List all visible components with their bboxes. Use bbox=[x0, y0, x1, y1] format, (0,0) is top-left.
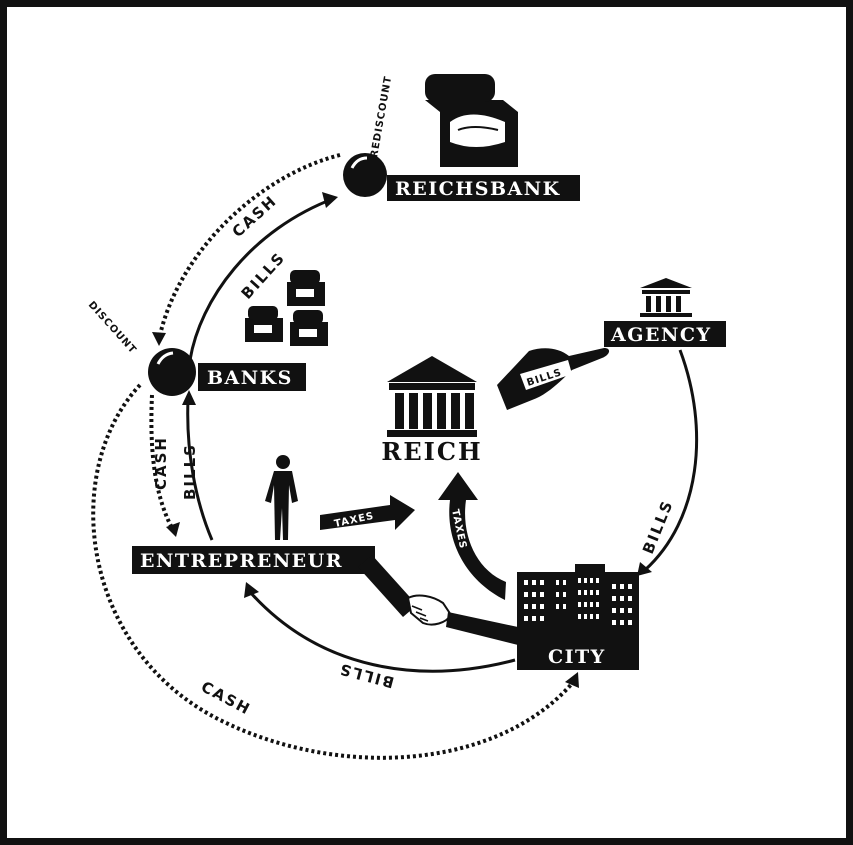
banks-ball bbox=[148, 348, 196, 396]
banks-label: Banks bbox=[207, 367, 293, 389]
bills-flow-agency-city bbox=[643, 349, 699, 572]
city-label-bg bbox=[517, 642, 639, 670]
cash-flow-banks-city bbox=[91, 383, 577, 760]
flow-label-cash-left: CASH bbox=[152, 436, 170, 490]
cash-flow-banks-entrepreneur bbox=[149, 394, 174, 529]
arrowhead bbox=[322, 192, 338, 208]
city-node: City bbox=[446, 564, 639, 670]
flow-label-discount: DISCOUNT bbox=[86, 300, 139, 357]
arrowhead bbox=[565, 672, 579, 688]
person-icon bbox=[265, 455, 298, 540]
city-buildings-icon bbox=[517, 564, 639, 642]
bills-flow-city-entrepreneur bbox=[248, 590, 516, 673]
entrepreneur-label-bg bbox=[132, 546, 375, 574]
reich-label: Reich bbox=[381, 437, 482, 466]
taxes-arrow-city: TAXES bbox=[438, 472, 506, 600]
handshake-icon bbox=[406, 594, 453, 626]
arrowhead bbox=[637, 562, 652, 576]
small-chests-icon bbox=[245, 270, 328, 346]
agency-node: Agency BILLS bbox=[497, 278, 726, 410]
reichsbank-label-bg bbox=[387, 175, 580, 201]
bills-flow-banks-reichsbank bbox=[188, 196, 336, 361]
arrowhead bbox=[182, 390, 196, 405]
arrowhead bbox=[152, 332, 166, 346]
treasure-chest-icon bbox=[425, 74, 518, 167]
banks-label-bg bbox=[198, 363, 306, 391]
arrowhead bbox=[244, 582, 259, 598]
entrepreneur-node: Entrepreneur bbox=[132, 455, 417, 617]
ball-highlight bbox=[350, 156, 368, 169]
city-sleeve bbox=[446, 612, 518, 645]
taxes-arrow-entrepreneur: TAXES bbox=[320, 495, 415, 530]
cash-flow-reichsbank-banks bbox=[158, 153, 341, 336]
reichsbank-label: Reichsbank bbox=[395, 178, 561, 200]
entrepreneur-label: Entrepreneur bbox=[140, 550, 343, 572]
reich-node: Reich bbox=[381, 356, 482, 466]
banks-node: Banks bbox=[148, 270, 328, 396]
city-label: City bbox=[548, 646, 606, 668]
agency-label-bg bbox=[604, 321, 726, 347]
bank-building-icon bbox=[640, 278, 692, 317]
flow-label-bills-right: BILLS bbox=[639, 497, 677, 557]
reichsbank-node: Reichsbank bbox=[343, 74, 580, 201]
flow-label-bills-left: BILLS bbox=[181, 443, 199, 500]
bills-flow-entrepreneur-banks bbox=[186, 399, 214, 541]
entrepreneur-sleeve bbox=[358, 555, 417, 617]
government-building-icon bbox=[387, 356, 477, 437]
arrowhead bbox=[166, 522, 180, 537]
flow-label-rediscount: REDISCOUNT bbox=[369, 75, 394, 159]
pointing-hand-icon: BILLS bbox=[497, 348, 610, 410]
agency-label: Agency bbox=[610, 324, 712, 346]
ball-highlight bbox=[156, 351, 174, 365]
